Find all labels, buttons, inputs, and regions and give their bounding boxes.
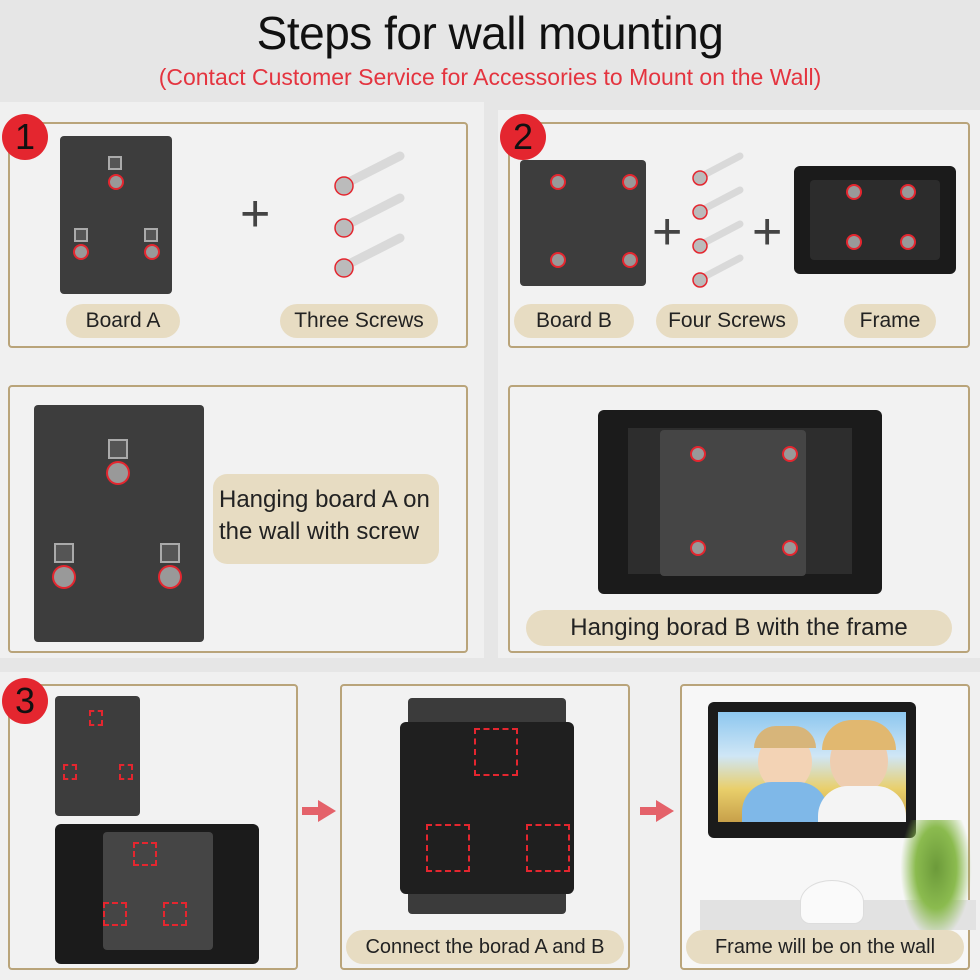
step-1-note: Hanging board A on the wall with screw [213, 474, 439, 564]
board-a-label: Board A [66, 304, 180, 338]
family-photo [718, 712, 906, 822]
board-a-image [60, 136, 172, 294]
mounted-frame-image [708, 702, 916, 838]
board-b-label: Board B [514, 304, 634, 338]
step-1-badge: 1 [2, 114, 48, 160]
page-title: Steps for wall mounting [256, 7, 724, 59]
step-3-connect-note: Connect the borad A and B [346, 930, 624, 964]
arrow-right-icon [640, 800, 674, 822]
plant-decoration [900, 820, 972, 940]
step-2-note: Hanging borad B with the frame [526, 610, 952, 646]
page-subtitle: (Contact Customer Service for Accessorie… [158, 64, 822, 90]
connected-boards-image [400, 698, 574, 914]
three-screws-label: Three Screws [280, 304, 438, 338]
board-b-small-frame-image [55, 824, 259, 964]
screw-icon [692, 152, 744, 288]
board-a-wall-image [34, 405, 204, 642]
plus-icon: + [752, 203, 783, 261]
four-screws-label: Four Screws [656, 304, 798, 338]
plus-icon: + [652, 203, 683, 261]
arrow-right-icon [302, 800, 336, 822]
step-3-badge: 3 [2, 678, 48, 724]
board-b-image [520, 160, 646, 286]
board-b-frame-image [598, 410, 882, 594]
step-2-badge: 2 [500, 114, 546, 160]
vase-decoration [800, 880, 864, 924]
screw-icon [334, 151, 405, 278]
step-3-final-note: Frame will be on the wall [686, 930, 964, 964]
board-a-small-image [55, 696, 140, 816]
frame-image [794, 166, 956, 274]
plus-icon: + [240, 185, 271, 243]
frame-label: Frame [844, 304, 936, 338]
